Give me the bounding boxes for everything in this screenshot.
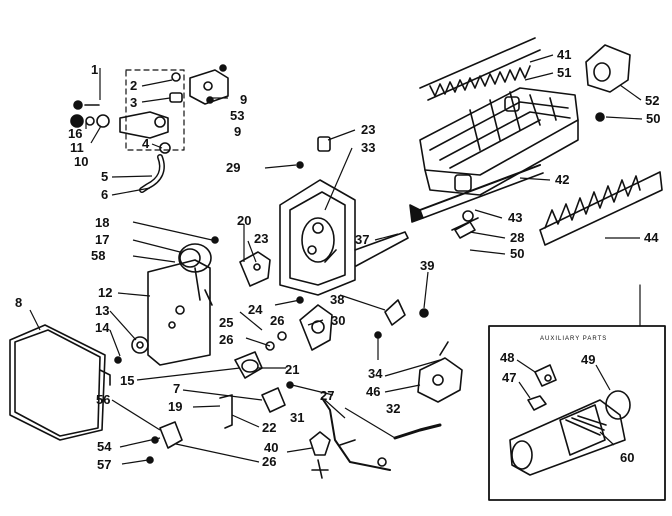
callout: 49: [581, 352, 595, 367]
callout: 43: [508, 210, 522, 225]
callout: 46: [366, 384, 380, 399]
switch-assembly: [146, 421, 183, 464]
mold-end-cover: [585, 44, 631, 93]
fill-tube: [393, 423, 442, 440]
callout: 50: [510, 246, 524, 261]
callout: 37: [355, 232, 369, 247]
callout: 26: [262, 454, 276, 469]
wire-connector: [309, 431, 331, 479]
stripper: [539, 171, 663, 246]
callout: 34: [368, 366, 383, 381]
callout: 47: [502, 370, 516, 385]
callout: 11: [70, 140, 84, 155]
callout: 5: [101, 169, 108, 184]
callout: 60: [620, 450, 634, 465]
callout: 17: [95, 232, 109, 247]
callout: 50: [646, 111, 660, 126]
callout: 33: [361, 140, 375, 155]
callout: 26: [270, 313, 284, 328]
callout: 39: [420, 258, 434, 273]
callout: 58: [91, 248, 105, 263]
shut-off-arm: [354, 231, 409, 267]
callout: 8: [15, 295, 22, 310]
mounting-plate: [147, 259, 213, 366]
callout: 26: [219, 332, 233, 347]
callout: 38: [330, 292, 344, 307]
leader-lines: [29, 54, 643, 465]
callout: 13: [95, 303, 109, 318]
front-cover: [9, 324, 111, 441]
ejector-blade: [419, 37, 541, 101]
callout: 29: [226, 160, 240, 175]
callout: 12: [98, 285, 112, 300]
auxiliary-parts-box: [488, 284, 666, 501]
callout: 4: [142, 136, 150, 151]
callout: 32: [386, 401, 400, 416]
callout: 52: [645, 93, 659, 108]
callout: 56: [96, 392, 110, 407]
callout: 53: [230, 108, 244, 123]
callout: 15: [120, 373, 134, 388]
callout: 42: [555, 172, 569, 187]
callout: 44: [644, 230, 659, 245]
callout: 1: [91, 62, 98, 77]
callout: 30: [331, 313, 345, 328]
holding-switch: [239, 251, 271, 287]
callout: 18: [95, 215, 109, 230]
callout: 51: [557, 65, 571, 80]
thermostat: [219, 381, 294, 429]
callout: 2: [130, 78, 137, 93]
control-housing: [279, 136, 356, 296]
gear: [114, 336, 149, 364]
ice-mold: [419, 87, 605, 196]
heater-wire: [321, 397, 391, 471]
ejector-shaft: [409, 164, 544, 239]
callout: 7: [173, 381, 180, 396]
callout: 19: [168, 399, 182, 414]
callout: 31: [290, 410, 304, 425]
shutoff-lever: [417, 341, 463, 403]
callout: 3: [130, 95, 137, 110]
callout: 28: [510, 230, 524, 245]
cam: [234, 331, 287, 379]
callout: 23: [361, 122, 375, 137]
screw-39: [419, 308, 429, 318]
callout: 20: [237, 213, 251, 228]
callout: 24: [248, 302, 263, 317]
callout: 16: [68, 126, 82, 141]
bracket: [384, 299, 406, 326]
callout: 10: [74, 154, 88, 169]
callout: 27: [320, 388, 334, 403]
callout: 25: [219, 315, 233, 330]
callout: 6: [101, 187, 108, 202]
drive-motor: [178, 236, 219, 273]
callout: 9: [234, 124, 241, 139]
callout: 23: [254, 231, 268, 246]
callout: 57: [97, 457, 111, 472]
water-valve-assembly: [70, 64, 229, 193]
callout: 40: [264, 440, 278, 455]
auxiliary-parts-label: AUXILIARY PARTS: [540, 336, 607, 342]
callout: 48: [500, 350, 514, 365]
callout: 21: [285, 362, 299, 377]
callout: 9: [240, 92, 247, 107]
callout-labels: 1 2 3 4 5 6 9 53 9 16 11 10 23 33 29 41 …: [15, 47, 660, 472]
callout: 14: [95, 320, 110, 335]
callout: 41: [557, 47, 571, 62]
timing-gear: [296, 296, 333, 351]
parts-drawing: [9, 37, 666, 501]
callout: 22: [262, 420, 276, 435]
callout: 54: [97, 439, 112, 454]
